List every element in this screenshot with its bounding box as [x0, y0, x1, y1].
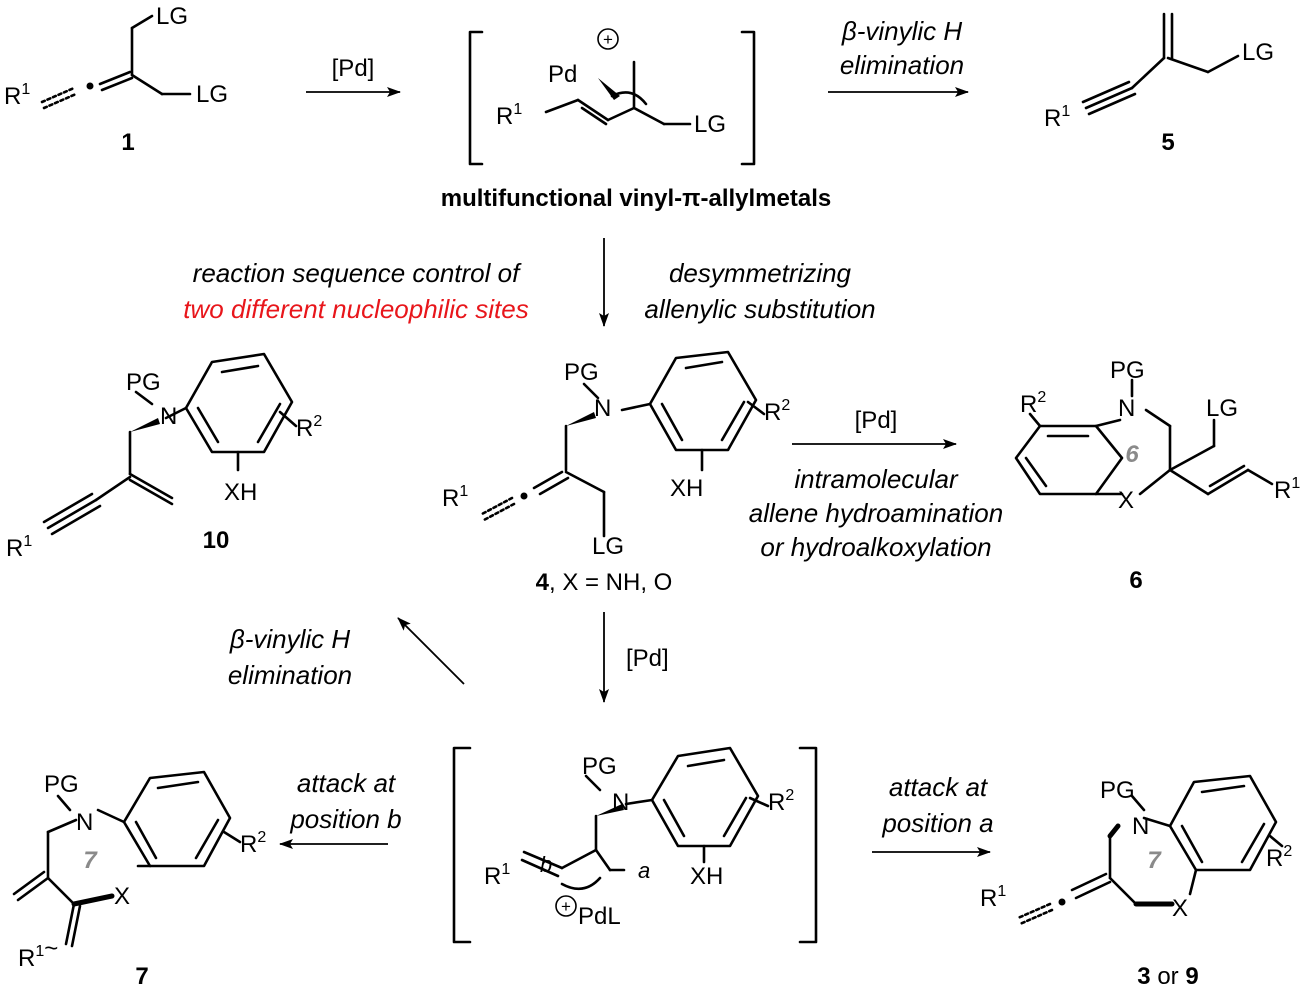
lower-pd-intermediate: PG N R2 XH R1 b a + PdL — [452, 746, 818, 944]
desymmetrizing-condition: allenylic substitution — [644, 294, 875, 324]
attack-a-condition: position a — [881, 808, 993, 838]
compound-6-structure: PG N R2 LG X 6 R1 6 — [1014, 357, 1300, 594]
lg-label: LG — [196, 81, 228, 108]
xh-label: XH — [690, 863, 723, 890]
r2-label: R2 — [1266, 843, 1292, 872]
compound-number-1: 1 — [121, 129, 134, 156]
beta-elimination-condition: elimination — [228, 660, 352, 690]
r2-label: R2 — [764, 397, 790, 426]
hydroamination-condition: or hydroalkoxylation — [760, 532, 991, 562]
compound-number-5: 5 — [1161, 129, 1174, 156]
n-label: N — [612, 789, 629, 816]
compound-5-structure: R1 LG 5 — [1044, 12, 1274, 156]
pd-condition: [Pd] — [855, 407, 898, 434]
pg-label: PG — [1110, 357, 1145, 384]
pd-condition: [Pd] — [332, 55, 375, 82]
pdl-label: PdL — [578, 903, 621, 930]
lg-label: LG — [592, 533, 624, 560]
sequence-control-condition: reaction sequence control of — [193, 258, 522, 288]
r2-label: R2 — [240, 829, 266, 858]
position-a-label: a — [638, 858, 650, 883]
lg-label: LG — [694, 111, 726, 138]
compound-4-caption: 4, X = NH, O — [536, 569, 673, 596]
attack-b-condition: position b — [289, 804, 401, 834]
beta-elimination-condition: β-vinylic H — [229, 624, 351, 654]
pd-condition: [Pd] — [626, 645, 669, 672]
r1-label: R1 — [496, 101, 522, 130]
lg-label: LG — [156, 3, 188, 30]
compound-number-7: 7 — [135, 963, 148, 986]
compound-1-structure: R1 LG LG 1 — [4, 3, 228, 156]
pg-label: PG — [44, 771, 79, 798]
pd-label: Pd — [548, 61, 577, 88]
pg-label: PG — [1100, 777, 1135, 804]
hydroamination-condition: allene hydroamination — [749, 498, 1003, 528]
pi-allyl-intermediate: Pd + R1 LG — [468, 28, 756, 166]
compound-3-9-structure: PG N X 7 R2 R1 3 or 9 — [980, 774, 1292, 986]
n-label: N — [160, 403, 177, 430]
pg-label: PG — [582, 753, 617, 780]
compound-4-structure: PG N R2 XH R1 LG 4, X = NH, O — [442, 350, 790, 596]
ring-size-7: 7 — [83, 847, 98, 874]
pg-label: PG — [564, 359, 599, 386]
pg-label: PG — [126, 369, 161, 396]
lg-label: LG — [1206, 395, 1238, 422]
compound-10-structure: PG N R2 XH R1 10 — [6, 352, 322, 562]
x-label: X — [1118, 487, 1134, 514]
n-label: N — [594, 395, 611, 422]
beta-elimination-condition: β-vinylic H — [841, 16, 963, 46]
n-label: N — [76, 809, 93, 836]
nucleophilic-sites-highlight: two different nucleophilic sites — [183, 294, 528, 324]
n-label: N — [1118, 395, 1135, 422]
position-b-label: b — [540, 852, 552, 877]
lg-label: LG — [1242, 39, 1274, 66]
xh-label: XH — [670, 475, 703, 502]
r1-label: R1 — [4, 81, 30, 110]
hydroamination-condition: intramolecular — [794, 464, 959, 494]
svg-text:+: + — [561, 897, 571, 916]
desymmetrizing-condition: desymmetrizing — [669, 258, 852, 288]
r1-label: R1 — [980, 883, 1006, 912]
compound-number-6: 6 — [1129, 567, 1142, 594]
svg-text:+: + — [603, 30, 613, 49]
r1-label: R1 — [1044, 103, 1070, 132]
xh-label: XH — [224, 479, 257, 506]
n-label: N — [1132, 813, 1149, 840]
compound-number-10: 10 — [203, 527, 230, 554]
compound-number-3-or-9: 3 or 9 — [1137, 963, 1198, 986]
x-label: X — [1172, 895, 1188, 922]
r1-label: R1 — [484, 861, 510, 890]
x-label: X — [114, 883, 130, 910]
intermediate-title: multifunctional vinyl-π-allylmetals — [441, 185, 831, 212]
r1-label: R1~ — [18, 935, 58, 972]
attack-a-condition: attack at — [889, 772, 989, 802]
r1-label: R1 — [1274, 475, 1300, 504]
r2-label: R2 — [296, 413, 322, 442]
r1-label: R1 — [442, 483, 468, 512]
r1-label: R1 — [6, 533, 32, 562]
ring-size-6: 6 — [1125, 441, 1139, 468]
attack-b-condition: attack at — [297, 768, 397, 798]
compound-7-structure: PG N X 7 R2 R1~ 7 — [12, 770, 266, 986]
r2-label: R2 — [768, 787, 794, 816]
ring-size-7: 7 — [1147, 847, 1162, 874]
r2-label: R2 — [1020, 389, 1046, 418]
reaction-arrow — [397, 617, 465, 685]
beta-elimination-condition: elimination — [840, 50, 964, 80]
